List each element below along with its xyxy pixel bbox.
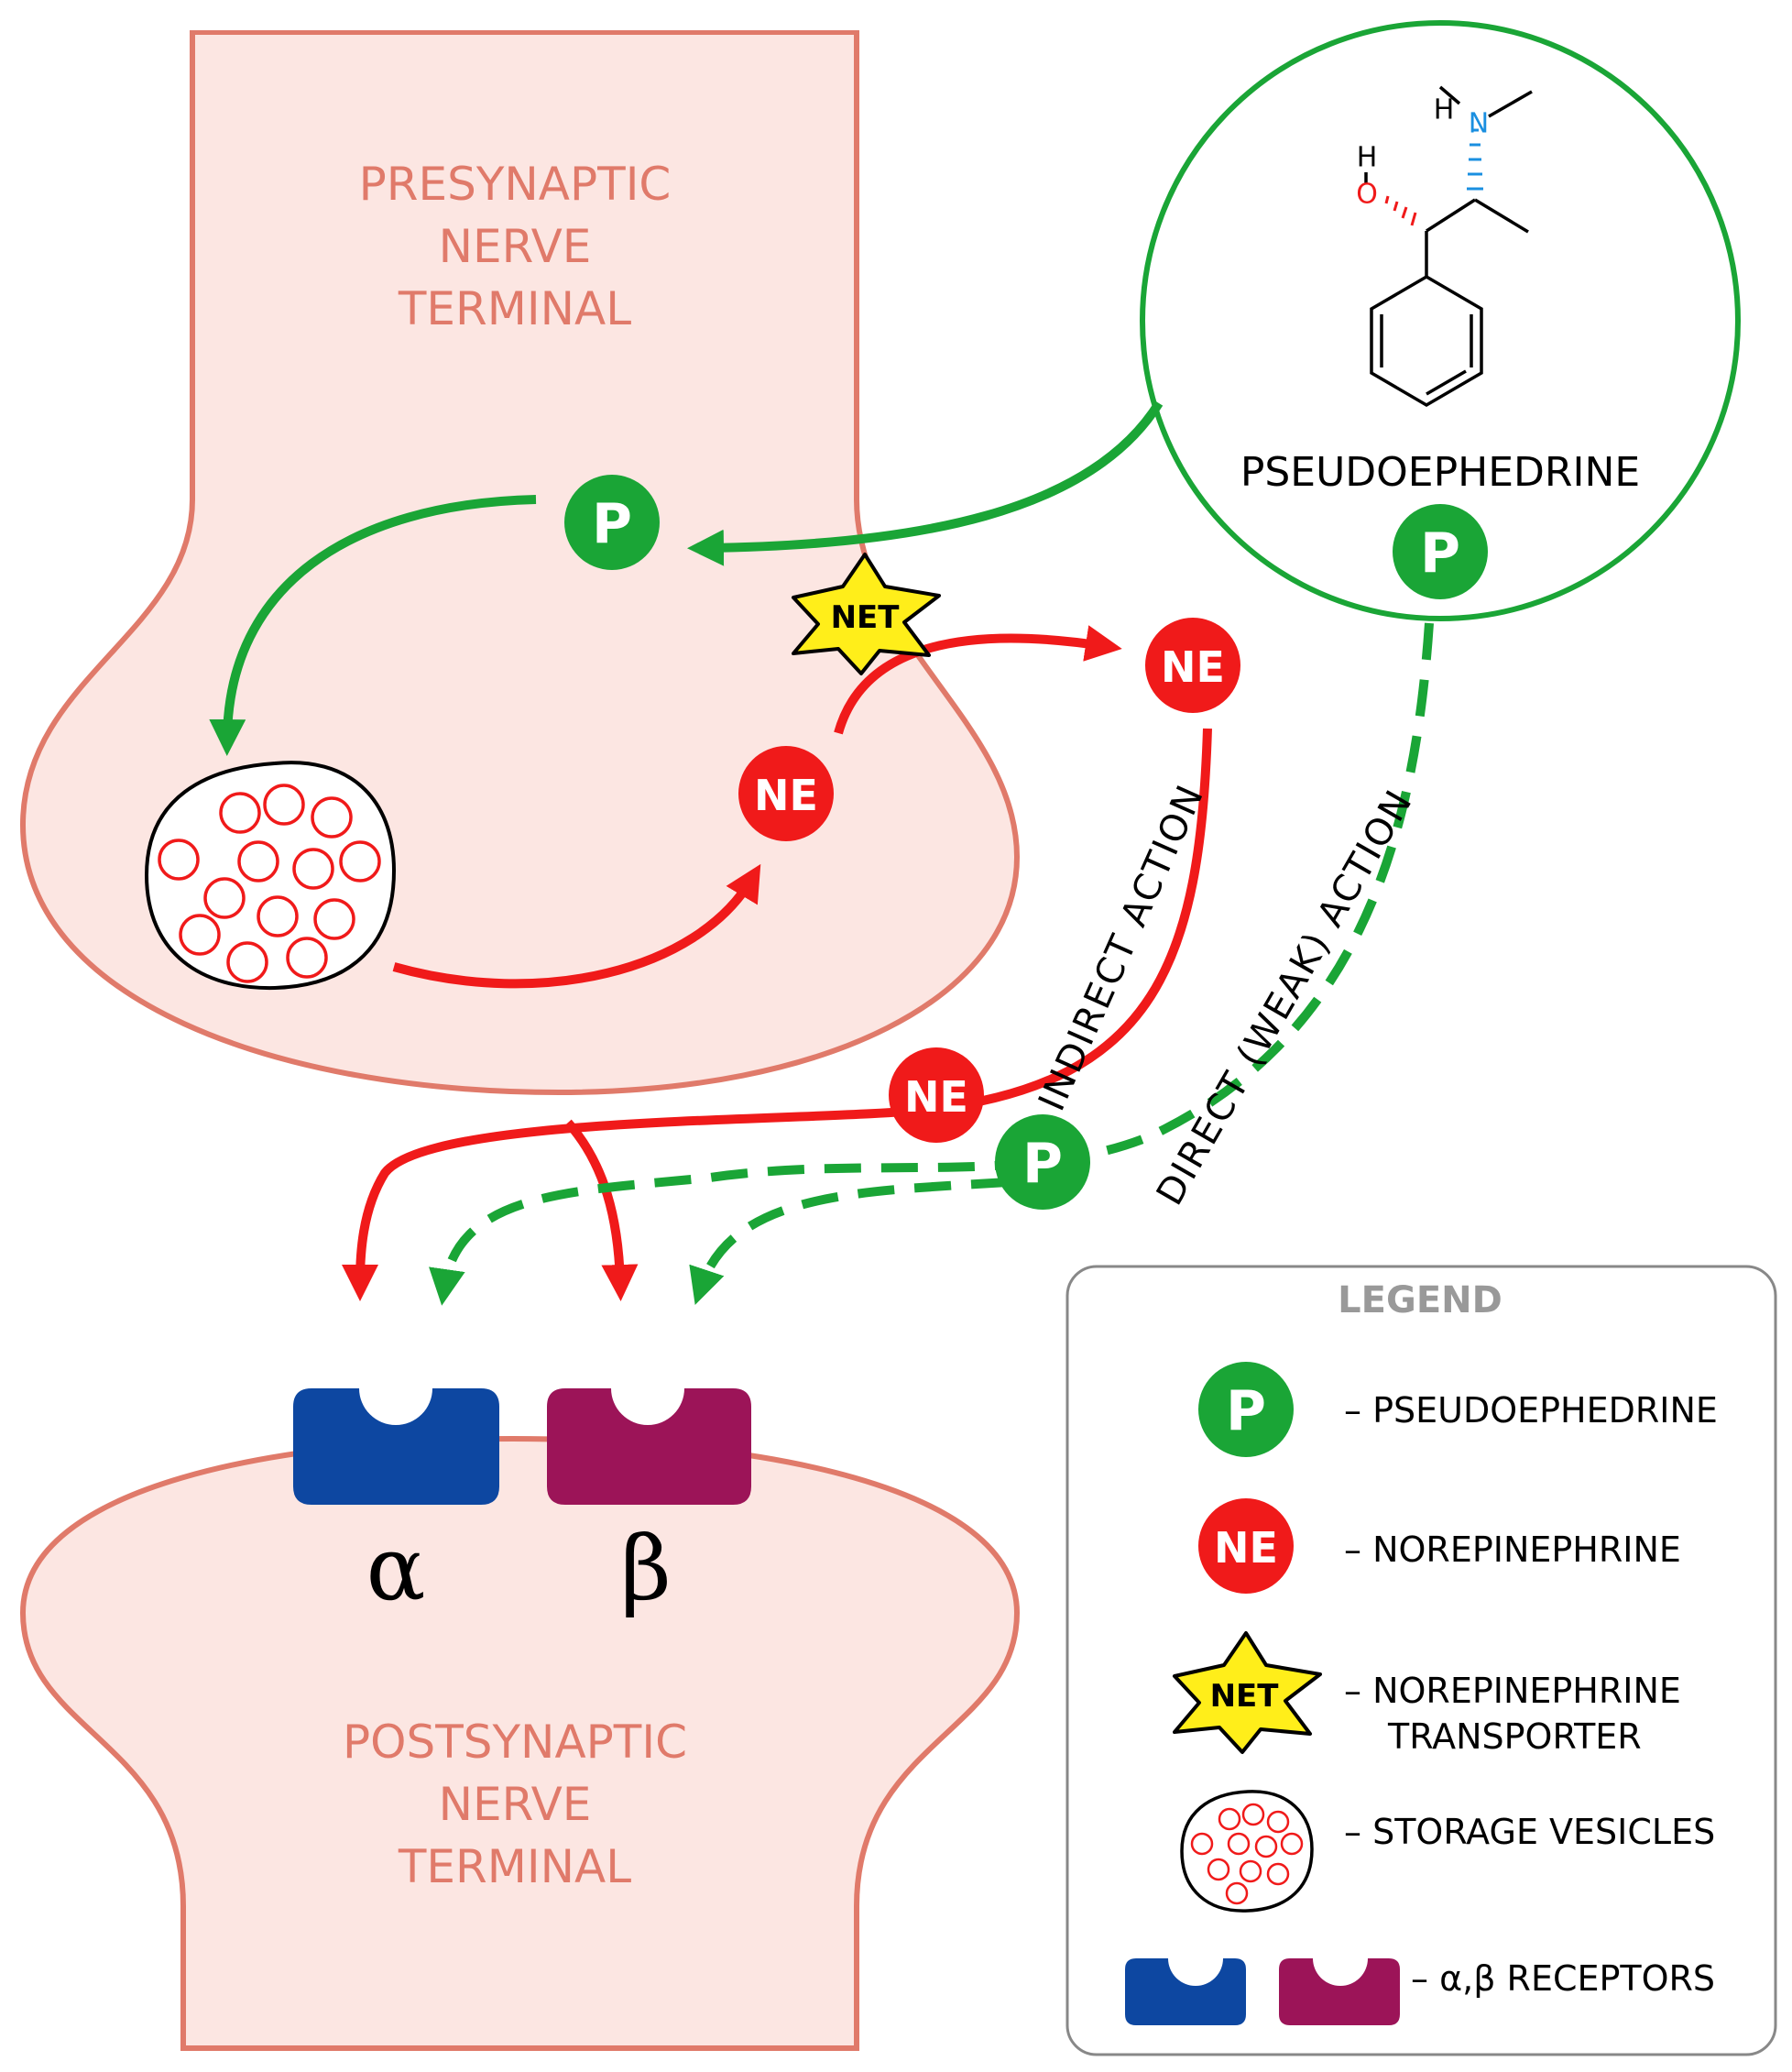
presynaptic-label-line2: NERVE bbox=[439, 220, 592, 273]
svg-text:NET: NET bbox=[1210, 1678, 1280, 1715]
postsynaptic-label-line2: NERVE bbox=[439, 1778, 592, 1831]
beta-symbol: β bbox=[620, 1518, 672, 1620]
pseudoephedrine-badge-presynaptic: P bbox=[564, 475, 660, 570]
postsynaptic-label-line1: POSTSYNAPTIC bbox=[343, 1716, 687, 1769]
legend-label-pseudoephedrine: – PSEUDOEPHEDRINE bbox=[1344, 1390, 1718, 1431]
pseudoephedrine-badge-direct: P bbox=[995, 1114, 1090, 1210]
norepinephrine-badge-released: NE bbox=[1145, 618, 1240, 713]
svg-text:P: P bbox=[1420, 521, 1460, 586]
legend-label-net-line1: – NOREPINEPHRINE bbox=[1344, 1671, 1681, 1711]
red-arrow-vesicle-to-ne bbox=[392, 863, 761, 989]
legend-item-net: NET – NOREPINEPHRINE TRANSPORTER bbox=[1173, 1631, 1681, 1757]
pseudoephedrine-structure bbox=[1364, 85, 1533, 408]
presynaptic-label-line1: PRESYNAPTIC bbox=[359, 158, 672, 211]
legend-label-vesicles: – STORAGE VESICLES bbox=[1344, 1812, 1715, 1852]
indirect-action-label: INDIRECT ACTION bbox=[1031, 778, 1212, 1117]
hashed-bonds bbox=[1384, 128, 1483, 226]
legend: LEGEND P – PSEUDOEPHEDRINE NE – NOREPINE… bbox=[1065, 1265, 1777, 2056]
svg-text:NE: NE bbox=[754, 771, 818, 820]
postsynaptic-terminal bbox=[19, 1435, 1021, 2051]
svg-text:P: P bbox=[1226, 1379, 1266, 1443]
norepinephrine-badge-inside: NE bbox=[738, 746, 834, 841]
storage-vesicle bbox=[144, 761, 397, 991]
legend-title: LEGEND bbox=[1338, 1279, 1502, 1321]
pseudoephedrine-name: PSEUDOEPHEDRINE bbox=[1240, 449, 1640, 496]
net-transporter: NET bbox=[792, 553, 941, 675]
svg-text:NE: NE bbox=[1161, 642, 1225, 692]
green-arrow-to-p bbox=[687, 400, 1164, 566]
legend-item-receptors: – α,β RECEPTORS bbox=[1125, 1958, 1715, 2025]
alpha-symbol: α bbox=[366, 1518, 426, 1620]
nitrogen-atom: N bbox=[1469, 108, 1489, 140]
presynaptic-label-line3: TERMINAL bbox=[398, 282, 631, 335]
pseudoephedrine-circle bbox=[1140, 20, 1741, 621]
legend-item-norepinephrine: NE – NOREPINEPHRINE bbox=[1198, 1498, 1681, 1594]
postsynaptic-label-line3: TERMINAL bbox=[398, 1840, 631, 1893]
svg-text:NE: NE bbox=[1214, 1523, 1278, 1573]
oxygen-atom: O bbox=[1356, 179, 1378, 211]
alpha-receptor bbox=[293, 1388, 499, 1505]
pseudoephedrine-badge-molecule: P bbox=[1393, 504, 1488, 599]
indirect-action-branch bbox=[564, 1119, 639, 1301]
direct-action-branch bbox=[689, 1178, 1009, 1305]
beta-receptor bbox=[547, 1388, 751, 1505]
legend-label-norepinephrine: – NOREPINEPHRINE bbox=[1344, 1529, 1681, 1570]
legend-label-net-line2: TRANSPORTER bbox=[1387, 1716, 1642, 1757]
hydrogen-atom-o: H bbox=[1357, 142, 1378, 174]
green-arrow-to-vesicle bbox=[209, 495, 537, 756]
hydrogen-atom-n: H bbox=[1434, 94, 1455, 126]
indirect-action-path bbox=[342, 728, 1212, 1301]
svg-text:P: P bbox=[1022, 1132, 1063, 1196]
svg-text:P: P bbox=[592, 492, 632, 556]
legend-label-receptors: – α,β RECEPTORS bbox=[1411, 1958, 1715, 1999]
legend-item-pseudoephedrine: P – PSEUDOEPHEDRINE bbox=[1198, 1362, 1718, 1457]
legend-item-vesicle: – STORAGE VESICLES bbox=[1180, 1790, 1715, 1913]
norepinephrine-badge-cleft: NE bbox=[889, 1047, 984, 1143]
net-transporter-label: NET bbox=[831, 599, 901, 636]
svg-text:NE: NE bbox=[904, 1072, 968, 1122]
